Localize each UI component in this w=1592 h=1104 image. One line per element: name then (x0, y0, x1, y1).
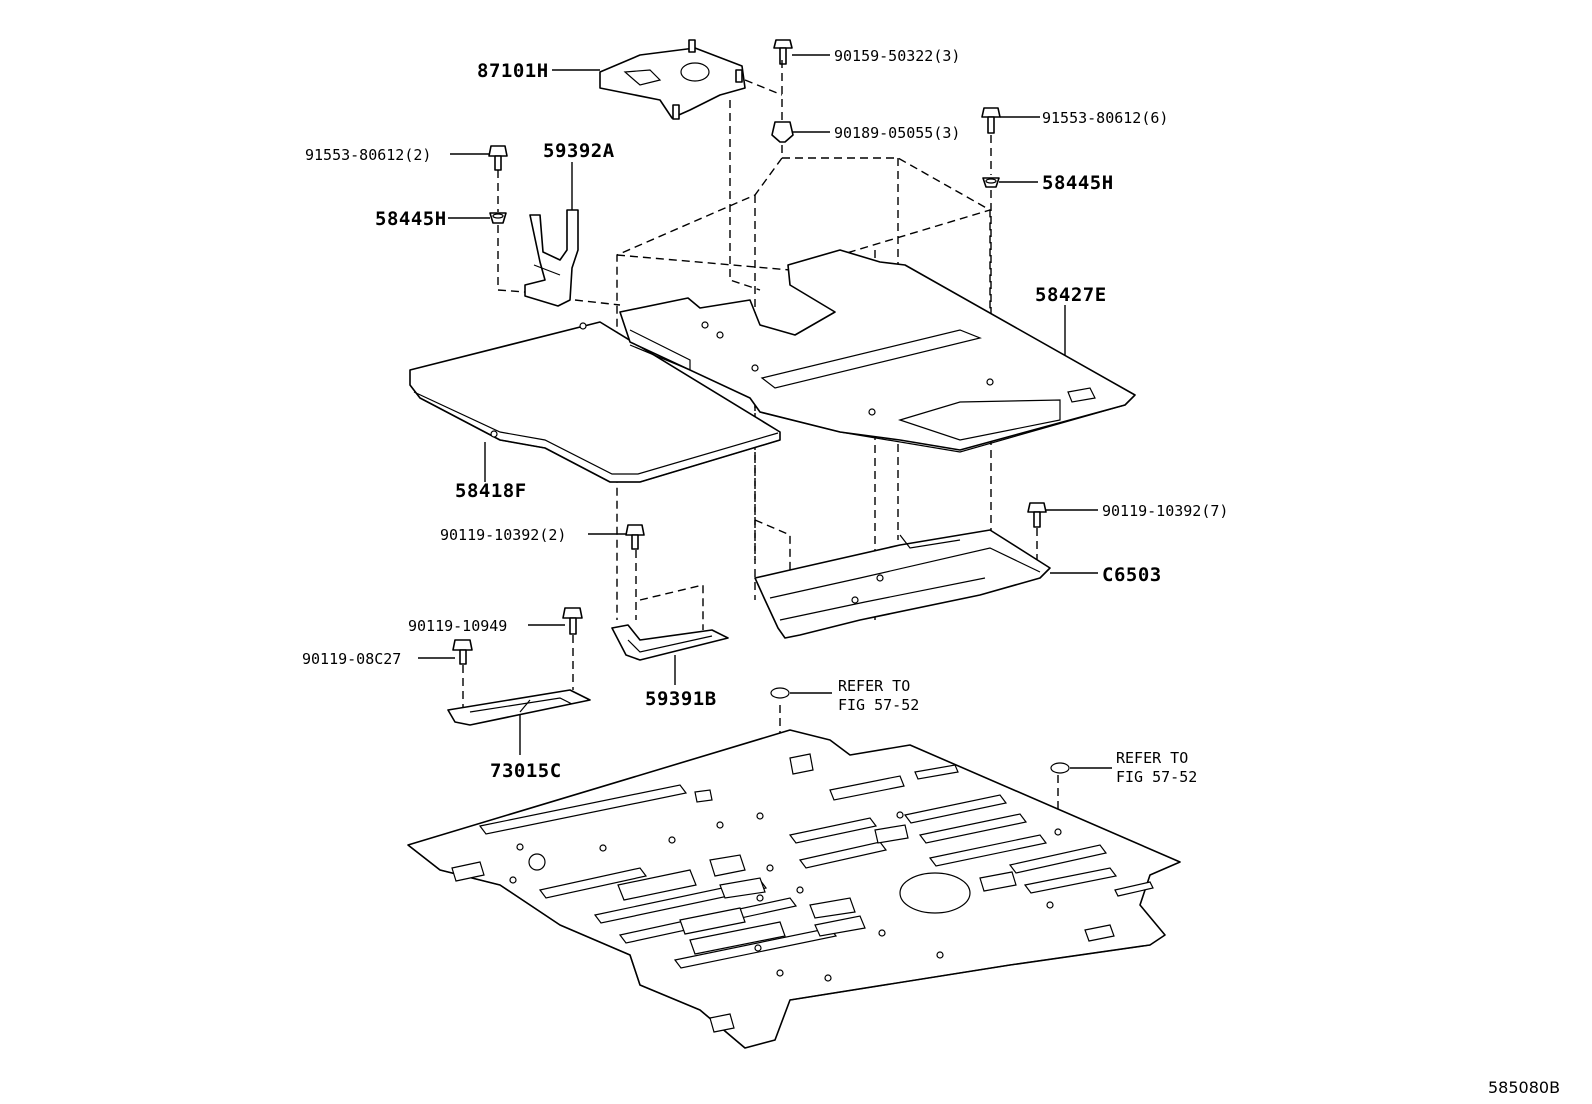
label-73015C: 73015C (490, 760, 562, 782)
label-58418F: 58418F (455, 480, 527, 502)
bolt-91553-80612-right (981, 107, 1001, 134)
refer-1-line1[interactable]: REFER TO (838, 677, 910, 695)
refer-2-line2[interactable]: FIG 57-52 (1116, 768, 1197, 786)
nut-58445H-left (489, 212, 507, 224)
frame-C6503 (754, 529, 1051, 639)
refer-2-line1[interactable]: REFER TO (1116, 749, 1188, 767)
refer-1-line2[interactable]: FIG 57-52 (838, 696, 919, 714)
label-C6503: C6503 (1102, 564, 1162, 586)
label-58427E: 58427E (1035, 284, 1107, 306)
nut-58445H-right (982, 177, 1000, 188)
label-87101H: 87101H (477, 60, 549, 82)
bolt-90159-50322 (773, 39, 793, 65)
bracket-59391B (611, 624, 729, 661)
label-90189-05055: 90189-05055(3) (834, 124, 960, 142)
label-58445H-left: 58445H (375, 208, 447, 230)
label-90119-08C27: 90119-08C27 (302, 650, 401, 668)
bolt-90119-10949 (562, 607, 583, 635)
bolt-90119-10392-right (1027, 502, 1047, 528)
label-59392A: 59392A (543, 140, 615, 162)
label-58445H-right: 58445H (1042, 172, 1114, 194)
bolt-91553-80612-left (488, 145, 508, 171)
refer-plug-2 (1050, 762, 1070, 774)
bolt-90119-08C27 (452, 639, 473, 665)
bracket-73015C (447, 689, 591, 726)
bracket-59392A (524, 209, 579, 307)
label-91553-80612-6: 91553-80612(6) (1042, 109, 1168, 127)
clip-90189-05055 (771, 121, 794, 143)
bolt-90119-10392-left (625, 524, 645, 550)
floor-board-58427E (619, 249, 1136, 453)
bracket-87101H (599, 39, 746, 120)
floor-board-58418F (409, 321, 781, 483)
diagram-id: 585080B (1488, 1078, 1560, 1097)
floor-pan (407, 729, 1181, 1049)
label-90119-10392-2: 90119-10392(2) (440, 526, 566, 544)
label-90119-10392-7: 90119-10392(7) (1102, 502, 1228, 520)
label-59391B: 59391B (645, 688, 717, 710)
refer-plug-1 (770, 687, 790, 699)
label-91553-80612-2: 91553-80612(2) (305, 146, 431, 164)
label-90119-10949: 90119-10949 (408, 617, 507, 635)
label-90159-50322: 90159-50322(3) (834, 47, 960, 65)
